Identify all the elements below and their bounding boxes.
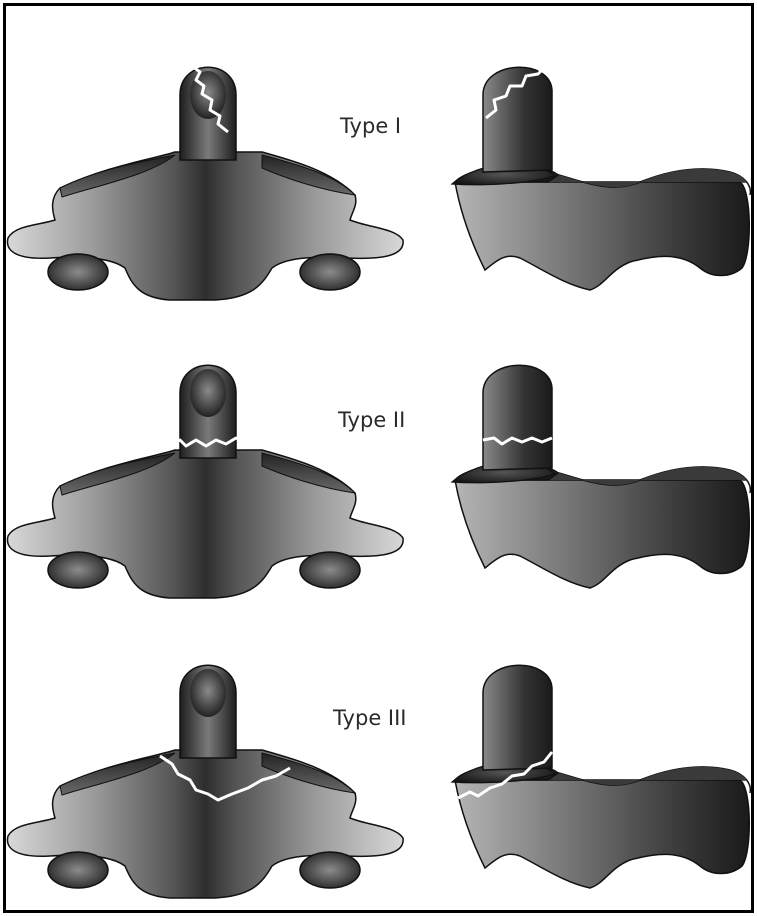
type1-label: Type I bbox=[339, 114, 401, 138]
type2-front-view bbox=[7, 365, 403, 598]
type3-front-view bbox=[7, 665, 403, 898]
type1-side-view bbox=[452, 67, 750, 290]
type3-label: Type III bbox=[332, 706, 407, 730]
type3-side-view bbox=[452, 665, 750, 888]
type2-side-view bbox=[452, 365, 750, 588]
type2-label: Type II bbox=[337, 408, 405, 432]
type1-front-view bbox=[7, 66, 403, 300]
